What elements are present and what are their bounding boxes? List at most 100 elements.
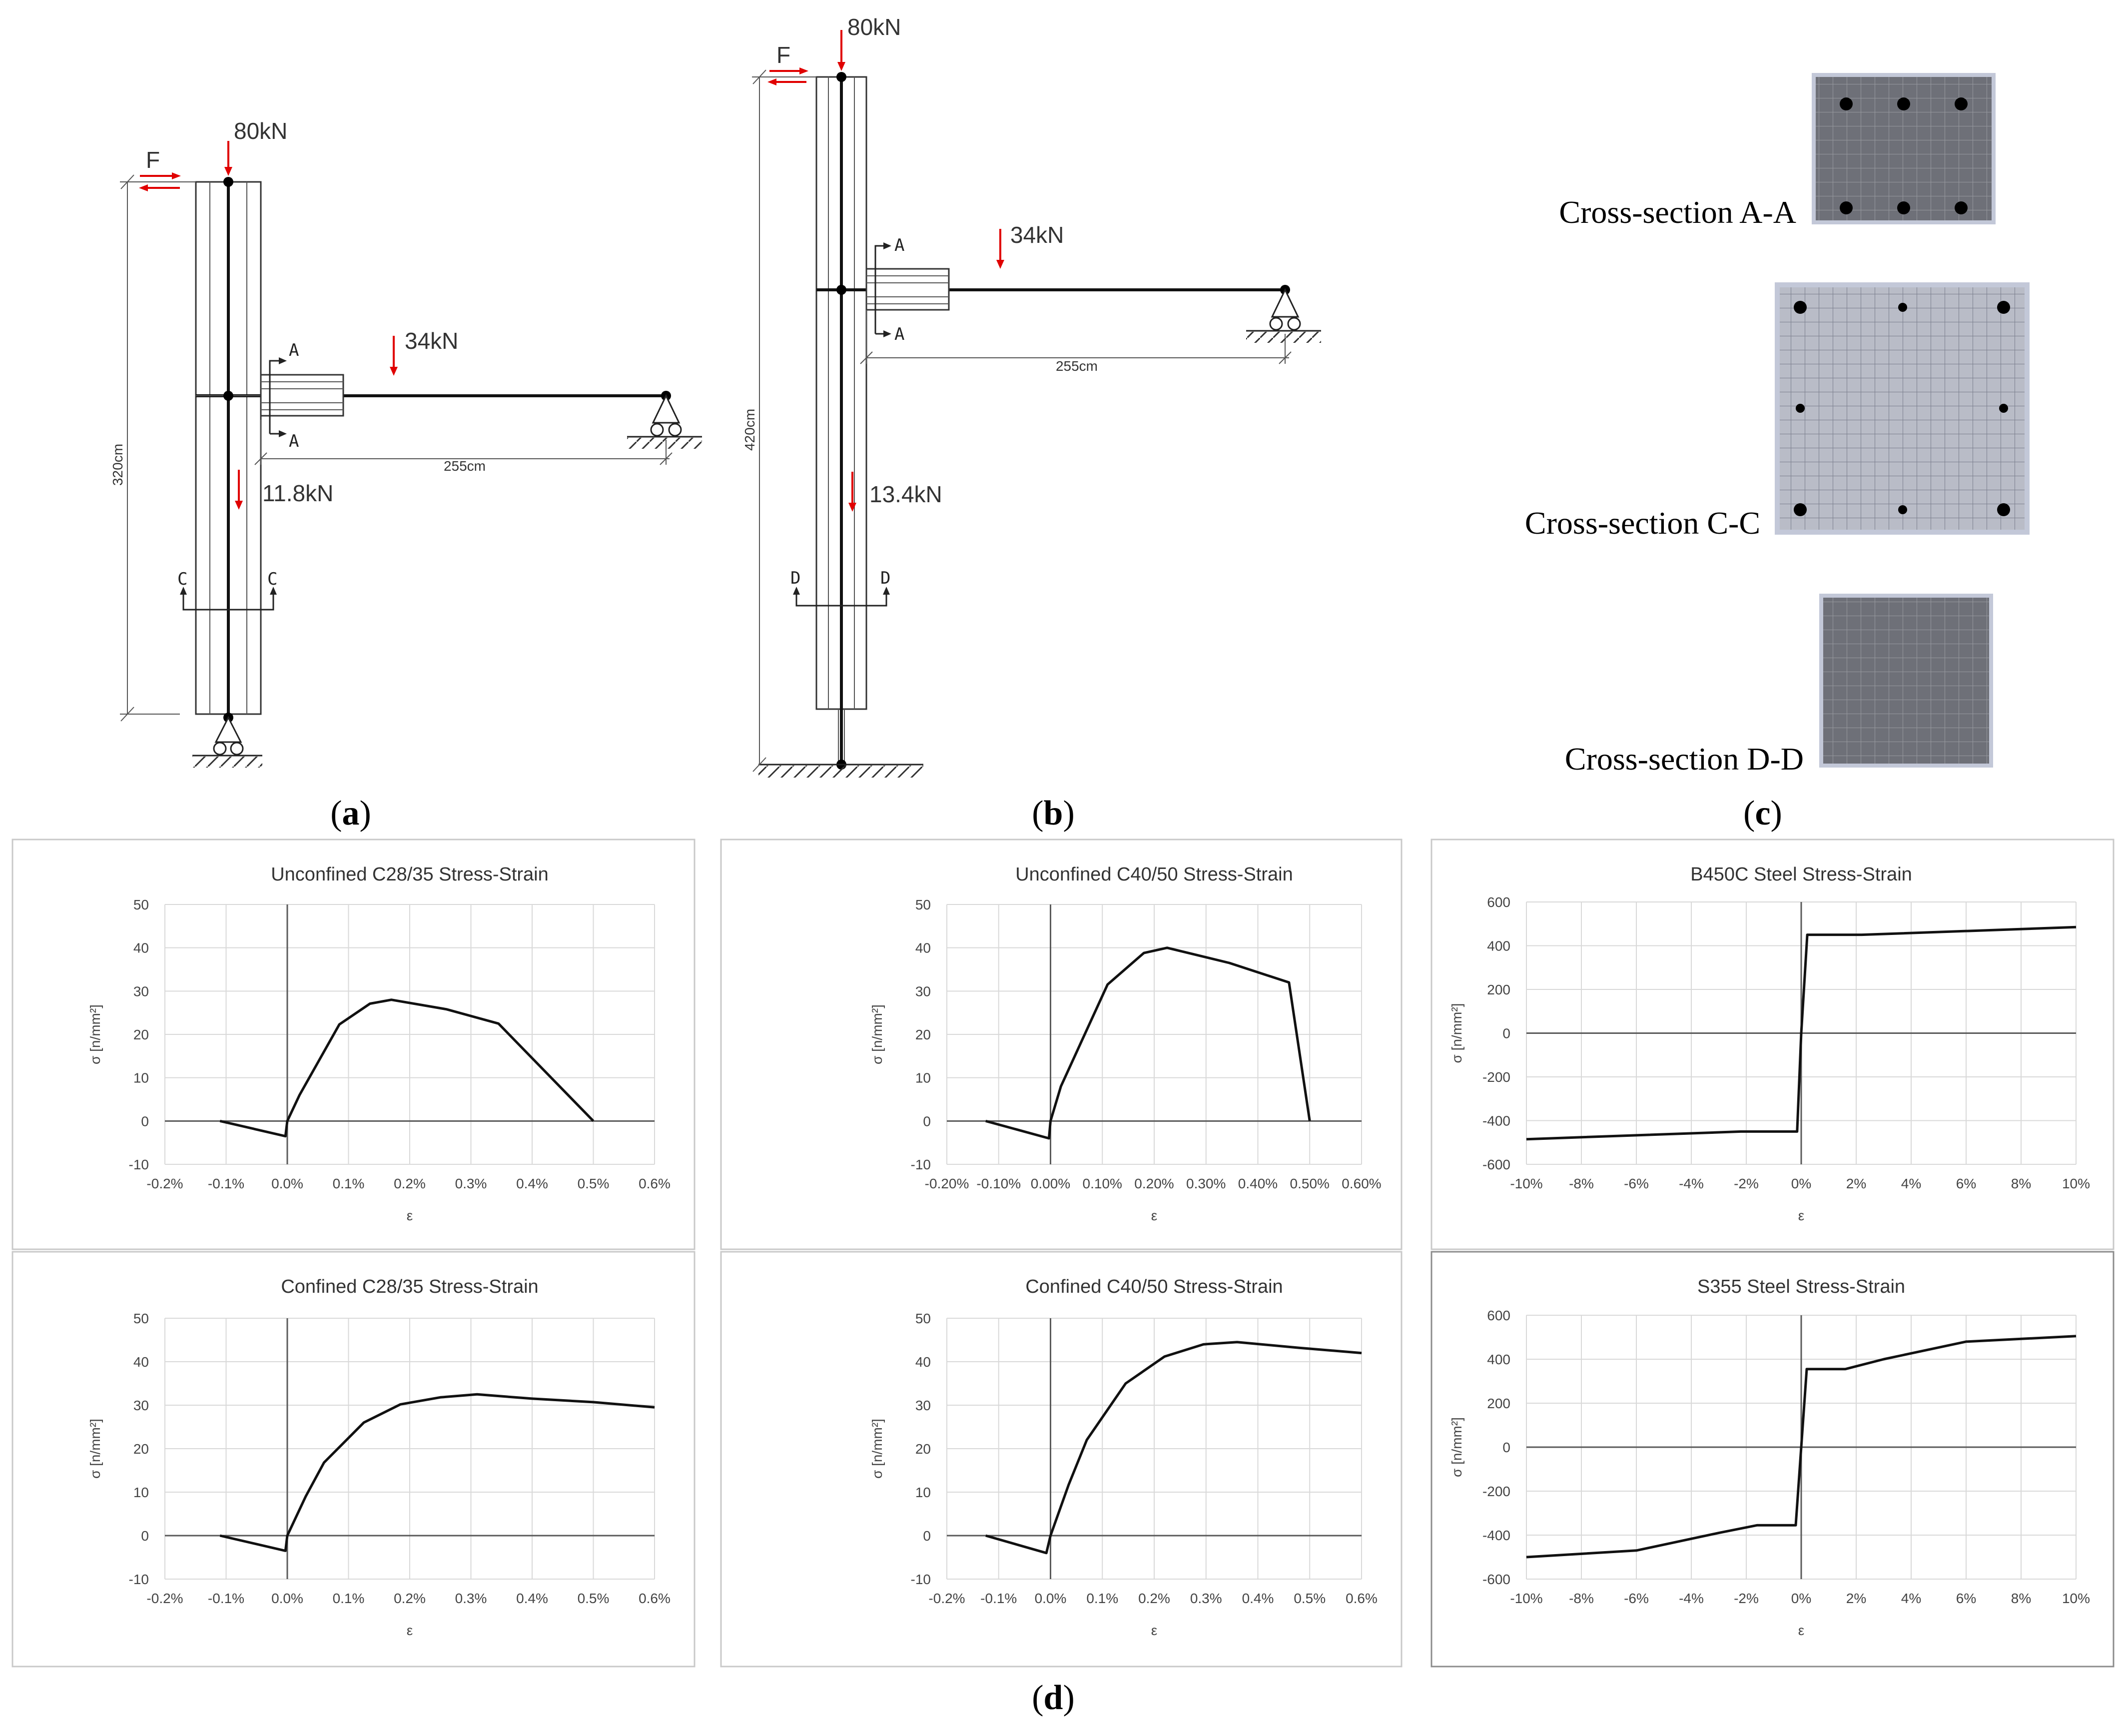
x-tick-label: -6% <box>1624 1591 1649 1606</box>
x-tick-label: -0.1% <box>208 1176 244 1191</box>
x-tick-label: 4% <box>1901 1176 1921 1191</box>
frame-b-column-load-label: 13.4kN <box>869 481 942 507</box>
frame-a-section-label-top: A <box>289 340 299 360</box>
chart-frame <box>720 1251 1403 1668</box>
y-tick-label: 20 <box>915 1027 931 1042</box>
y-tick-label: 50 <box>133 897 149 912</box>
frame-b-height-label: 420cm <box>742 409 757 451</box>
x-tick-label: 0.50% <box>1290 1176 1330 1191</box>
frame-b-section-d-left: D <box>790 568 800 588</box>
x-tick-label: 4% <box>1901 1591 1921 1606</box>
x-tick-label: 0.30% <box>1186 1176 1226 1191</box>
y-tick-label: 10 <box>915 1485 931 1500</box>
frame-a-roller-support <box>627 394 702 449</box>
y-tick-label: 0 <box>1502 1026 1510 1041</box>
y-tick-label: -10 <box>911 1157 931 1172</box>
chart-frame <box>1430 1251 2115 1668</box>
x-tick-label: 6% <box>1956 1591 1976 1606</box>
y-tick-label: 50 <box>915 1311 931 1326</box>
x-tick-label: 0.0% <box>271 1176 303 1191</box>
x-tick-label: -0.10% <box>976 1176 1021 1191</box>
x-tick-label: 0.1% <box>333 1591 365 1606</box>
y-tick-label: -200 <box>1482 1484 1510 1499</box>
y-tick-label: 30 <box>915 1398 931 1413</box>
x-axis-label: ε <box>1798 1208 1804 1223</box>
frame-a-lateral-force-label: F <box>146 147 160 173</box>
y-tick-label: 200 <box>1487 1396 1510 1411</box>
stress-strain-curve <box>985 1341 1362 1555</box>
frame-b-span-dimension: 255cm <box>860 310 1292 374</box>
x-tick-label: -0.2% <box>146 1176 183 1191</box>
frame-b-section-d-marker: D D <box>790 568 890 607</box>
x-tick-label: 0.2% <box>394 1176 426 1191</box>
chart-s355: -10%-8%-6%-4%-2%0%2%4%6%8%10%6004002000-… <box>1430 1251 2115 1668</box>
frame-b-roller-support <box>1246 288 1321 343</box>
x-axis-label: ε <box>407 1208 413 1223</box>
x-tick-label: 0.1% <box>333 1176 365 1191</box>
frame-b-beam-node <box>836 285 846 295</box>
x-tick-label: 0.6% <box>639 1176 671 1191</box>
y-tick-label: 30 <box>133 983 149 999</box>
frame-b-section-d-right: D <box>880 568 890 588</box>
x-tick-label: 0% <box>1791 1176 1811 1191</box>
y-tick-label: 30 <box>915 983 931 999</box>
frame-a-lateral-force-arrow: F <box>139 147 181 191</box>
x-tick-label: 0.3% <box>1190 1591 1222 1606</box>
x-tick-label: 0.10% <box>1083 1176 1122 1191</box>
x-tick-label: 2% <box>1846 1591 1866 1606</box>
x-tick-label: 10% <box>2062 1591 2090 1606</box>
x-tick-label: 6% <box>1956 1176 1976 1191</box>
x-tick-label: 8% <box>2011 1176 2031 1191</box>
chart-title: Confined C28/35 Stress-Strain <box>281 1276 538 1297</box>
y-tick-label: 600 <box>1487 1308 1510 1323</box>
chart-unconfined-c40: -0.20%-0.10%0.00%0.10%0.20%0.30%0.40%0.5… <box>720 839 1403 1250</box>
x-tick-label: 0.40% <box>1238 1176 1278 1191</box>
y-tick-label: 400 <box>1487 938 1510 954</box>
x-axis-label: ε <box>1798 1623 1804 1638</box>
stress-strain-curve <box>219 998 595 1138</box>
y-tick-label: 0 <box>1502 1440 1510 1455</box>
stress-strain-charts: -0.2% -0.1% 0.0% 0.1% 0.2% 0.3% 0.4% 0.5% 0.6% 50… <box>11 839 2115 1668</box>
chart-title: Unconfined C40/50 Stress-Strain <box>1015 864 1293 885</box>
frame-b-beam-load-arrow: 34kN <box>996 222 1064 269</box>
y-tick-label: 20 <box>133 1441 149 1457</box>
y-tick-label: -400 <box>1482 1528 1510 1543</box>
x-tick-label: -0.2% <box>928 1591 965 1606</box>
y-axis-label: σ [n/mm²] <box>869 1419 885 1479</box>
chart-b450c: -10%-8%-6%-4%-2%0%2%4%6%8%10%6004002000-… <box>1430 839 2115 1250</box>
chart-title: B450C Steel Stress-Strain <box>1690 864 1912 885</box>
chart-frame <box>11 839 696 1250</box>
y-axis-label: σ [n/mm²] <box>1449 1417 1464 1477</box>
frame-a-top-node <box>223 177 233 187</box>
x-tick-label: 0.6% <box>639 1591 671 1606</box>
x-tick-label: -10% <box>1510 1591 1542 1606</box>
x-tick-label: 0.5% <box>578 1176 610 1191</box>
x-tick-label: 0.1% <box>1086 1591 1118 1606</box>
x-tick-label: 0.00% <box>1031 1176 1070 1191</box>
x-tick-label: 0.4% <box>516 1176 548 1191</box>
frame-b-fixed-support <box>758 764 923 778</box>
y-axis-label: σ [n/mm²] <box>87 1004 103 1064</box>
frame-b-diagram: A A D D 420cm 255cm <box>742 14 1321 778</box>
x-axis-label: ε <box>1151 1623 1157 1638</box>
x-tick-label: 0.3% <box>455 1591 487 1606</box>
y-tick-label: -200 <box>1482 1069 1510 1085</box>
x-tick-label: 2% <box>1846 1176 1866 1191</box>
x-tick-label: -6% <box>1624 1176 1649 1191</box>
frame-b-section-a-marker: A A <box>874 235 904 344</box>
frame-a-column-load-label: 11.8kN <box>262 480 333 506</box>
x-tick-label: -8% <box>1569 1176 1594 1191</box>
x-tick-label: 0.2% <box>394 1591 426 1606</box>
frame-b-section-label-top: A <box>894 235 904 255</box>
x-tick-label: -0.2% <box>146 1591 183 1606</box>
x-tick-label: 0.20% <box>1134 1176 1174 1191</box>
y-tick-label: 600 <box>1487 894 1510 910</box>
chart-frame <box>720 839 1403 1250</box>
chart-title: S355 Steel Stress-Strain <box>1697 1276 1905 1297</box>
cross-section-dd: Cross-section D-D <box>1565 594 1993 777</box>
y-axis-label: σ [n/mm²] <box>1449 1003 1464 1063</box>
y-tick-label: 0 <box>923 1528 931 1544</box>
frame-a-section-a-marker: A A <box>269 340 299 451</box>
frame-b-beam-load-label: 34kN <box>1010 222 1064 248</box>
